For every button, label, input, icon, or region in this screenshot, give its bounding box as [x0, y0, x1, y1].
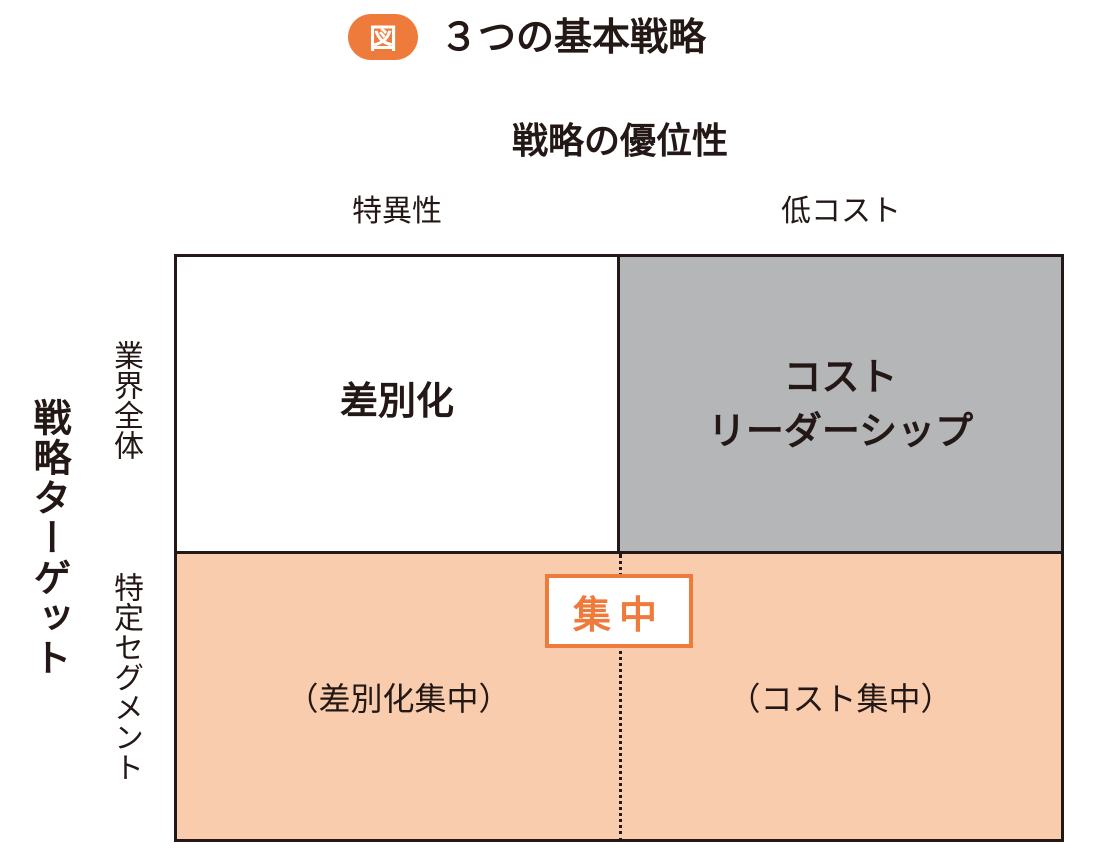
- figure-badge: 図: [348, 14, 418, 60]
- cell-focus: 集中 （差別化集中） （コスト集中）: [177, 551, 1061, 842]
- cell-differentiation: 差別化: [177, 257, 620, 551]
- differentiation-label: 差別化: [339, 379, 454, 423]
- row-header-whole-industry: 業界全体: [108, 340, 143, 460]
- focus-badge: 集中: [545, 574, 693, 648]
- focus-cost-label: （コスト集中）: [728, 680, 953, 718]
- cost-leadership-label-line-2: リーダーシップ: [707, 409, 974, 453]
- row-axis-title: 戦略ターゲット: [27, 398, 71, 678]
- strategy-matrix: 差別化 コスト リーダーシップ 集中 （差別化集中） （コスト集中）: [174, 254, 1064, 842]
- column-header-low-cost: 低コスト: [781, 194, 901, 229]
- cost-leadership-label-line-1: コスト: [783, 355, 898, 399]
- row-header-specific-segment: 特定セグメント: [108, 572, 143, 782]
- figure-title: ３つの基本戦略: [440, 15, 707, 59]
- cell-cost-leadership: コスト リーダーシップ: [620, 257, 1061, 551]
- column-header-differentiation: 特異性: [352, 194, 442, 229]
- focus-differentiation-label: （差別化集中）: [286, 680, 511, 718]
- focus-dotted-divider: [619, 554, 622, 842]
- column-axis-title: 戦略の優位性: [511, 121, 728, 162]
